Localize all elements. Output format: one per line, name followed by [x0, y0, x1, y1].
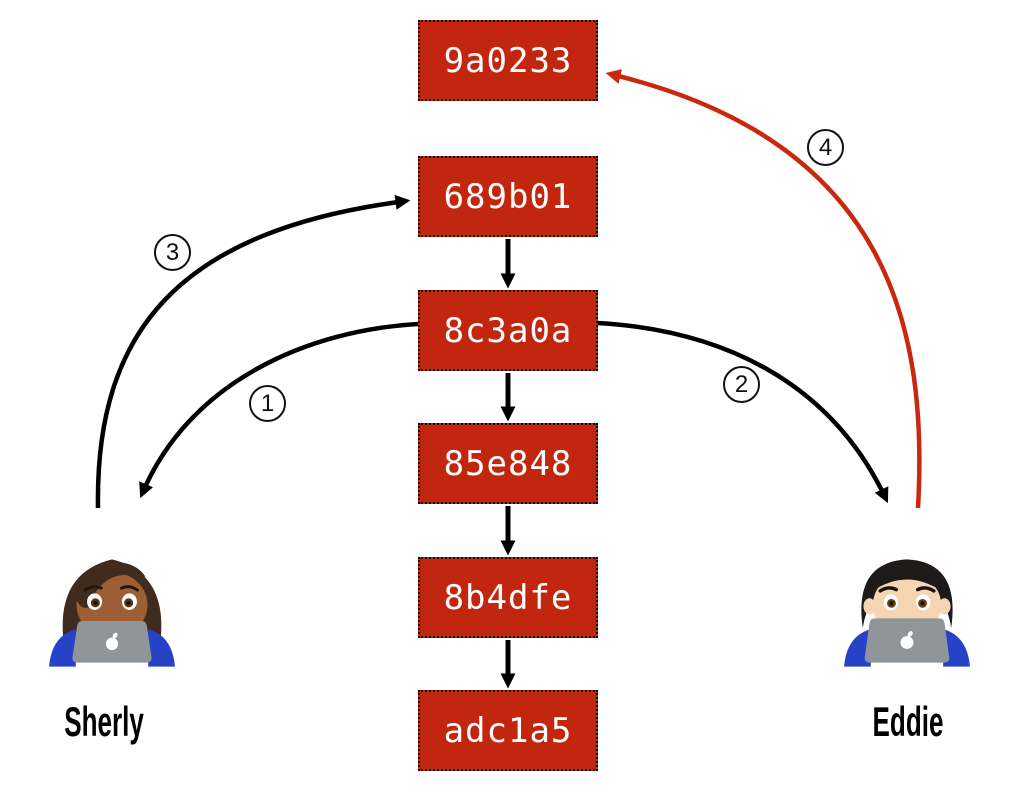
commit-node-3: 8c3a0a — [418, 290, 598, 371]
man-technologist-emoji — [844, 559, 970, 667]
person-name-sherly: Sherly — [64, 698, 144, 745]
step-number: 3 — [165, 238, 180, 266]
step-badge-2: 2 — [723, 366, 760, 403]
commit-node-2: 689b01 — [418, 156, 598, 237]
step-number: 1 — [260, 389, 275, 417]
commit-hash: 8b4dfe — [443, 577, 573, 618]
commit-hash: adc1a5 — [443, 710, 573, 751]
commit-hash: 9a0233 — [443, 40, 573, 81]
arrow-step-2 — [597, 320, 889, 504]
commit-node-6: adc1a5 — [418, 690, 598, 771]
woman-technologist-emoji — [49, 559, 175, 667]
step-badge-4: 4 — [807, 129, 844, 166]
commit-node-5: 8b4dfe — [418, 557, 598, 638]
step-badge-3: 3 — [154, 234, 191, 271]
person-name-eddie: Eddie — [872, 698, 944, 745]
commit-hash: 689b01 — [443, 176, 573, 217]
arrow-step-4 — [605, 69, 922, 509]
commit-hash: 8c3a0a — [443, 310, 573, 351]
commit-hash: 85e848 — [443, 443, 573, 484]
step-number: 4 — [818, 133, 833, 161]
commit-node-4: 85e848 — [418, 423, 598, 504]
commit-node-1: 9a0233 — [418, 20, 598, 101]
step-badge-1: 1 — [249, 385, 286, 422]
step-number: 2 — [734, 370, 749, 398]
arrow-step-3 — [95, 194, 411, 509]
